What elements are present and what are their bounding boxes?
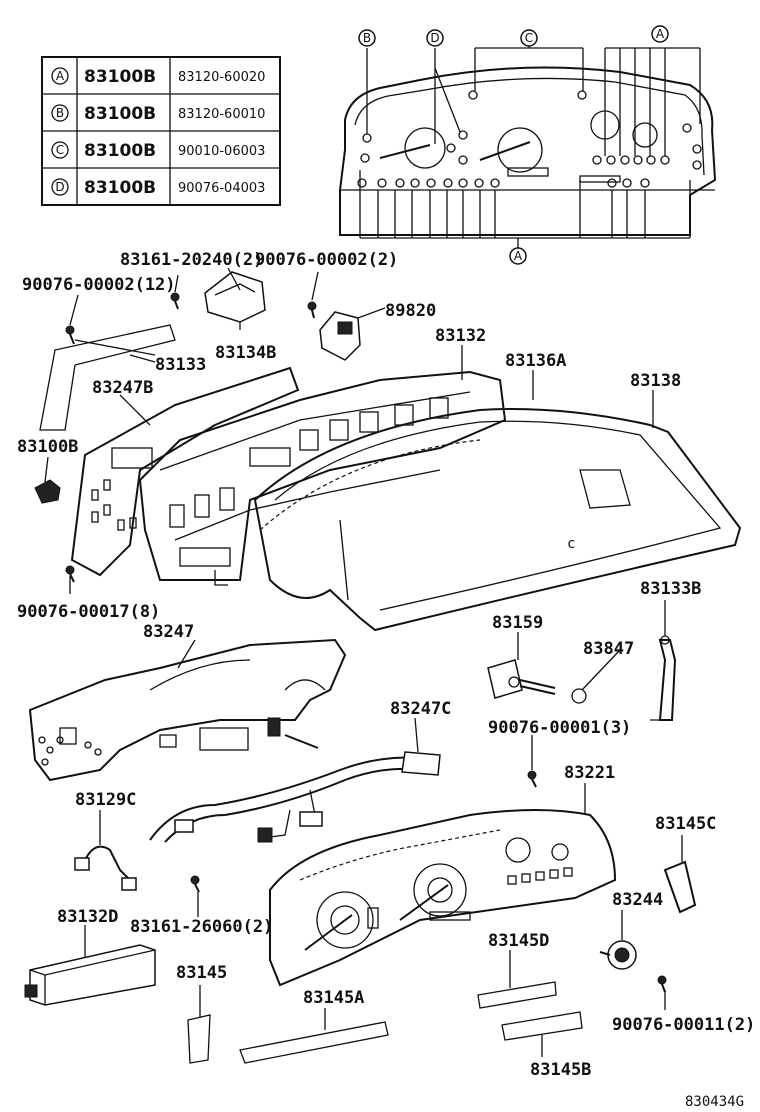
callout-a-top: A [651,25,669,43]
plate-83145a [239,1021,389,1064]
legend-code: 83100B [84,104,156,124]
label-83145: 83145 [176,963,227,983]
legend-row-c: C 83100B 90010-06003 [51,141,265,161]
clip-83100b [34,479,61,504]
case-rear-view: B D C A A [339,25,717,265]
legend-code: 83100B [84,67,156,87]
circuit-83247b [70,366,300,577]
module-83132d [24,944,156,1006]
legend-key: A [56,69,65,83]
label-83221: 83221 [564,763,615,783]
screw-83161-26060 [190,875,200,893]
svg-text:A: A [656,27,665,41]
label-90076-00001: 90076-00001(3) [488,718,631,738]
label-83145c: 83145C [655,814,716,834]
knob-83847 [571,688,587,704]
legend-row-b: B 83100B 83120-60010 [51,104,265,124]
svg-text:B: B [363,31,371,45]
label-83247c: 83247C [390,699,451,719]
legend-key: C [56,143,64,157]
label-83129c: 83129C [75,790,136,810]
film-83133 [39,324,176,431]
screw-90076-00002-12 [65,325,75,345]
svg-text:c: c [567,536,575,552]
label-83134b: 83134B [215,343,276,363]
label-89820: 89820 [385,301,436,321]
callout-c: C [520,29,538,47]
harness-83247c [149,751,441,843]
bracket-83133b [650,635,677,721]
harness-83129c [74,845,137,891]
callout-d: D [426,29,444,47]
screw-90076-00001 [527,770,537,788]
screw-90076-00017 [65,565,75,583]
label-83132d: 83132D [57,907,118,927]
legend-part: 83120-60020 [178,70,265,85]
svg-text:C: C [525,31,533,45]
legend-table: A 83100B 83120-60020 B 83100B 83120-6001… [41,56,281,206]
figure-id: 830434G [685,1094,744,1110]
label-83136a: 83136A [505,351,566,371]
label-90076-00002-12: 90076-00002(12) [22,275,176,295]
circuit-83247 [28,638,347,782]
plate-83145b [501,1011,583,1041]
plate-83145 [187,1014,211,1064]
label-83145a: 83145A [303,988,364,1008]
label-90076-00017: 90076-00017(8) [17,602,160,622]
callout-a-bottom: A [509,247,527,265]
label-83161-26060: 83161-26060(2) [130,917,273,937]
label-83159: 83159 [492,613,543,633]
switch-83244 [599,940,667,993]
legend-part: 90076-04003 [178,181,265,196]
dial-plate-83221 [269,809,617,987]
bracket-89820 [307,301,361,361]
legend-row-d: D 83100B 90076-04003 [51,178,265,198]
case-screw-holes [357,90,702,188]
label-83138: 83138 [630,371,681,391]
label-83133b: 83133B [640,579,701,599]
legend-row-a: A 83100B 83120-60020 [51,67,265,87]
hood-83138: c [253,408,742,632]
part-labels: 83161-20240(2) 90076-00002(2) 90076-0000… [17,250,755,1110]
label-83100b: 83100B [17,437,78,457]
switch-83159 [487,659,556,699]
lens-83145c [663,860,697,914]
label-83145b: 83145B [530,1060,591,1080]
label-83132: 83132 [435,326,486,346]
connector-83134b [170,271,266,323]
label-83244: 83244 [612,890,663,910]
housing-83132 [138,370,507,586]
label-83247: 83247 [143,622,194,642]
legend-code: 83100B [84,141,156,161]
callout-b: B [358,29,376,47]
label-83145d: 83145D [488,931,549,951]
label-83247b: 83247B [92,378,153,398]
svg-text:A: A [514,249,523,263]
legend-part: 83120-60010 [178,107,265,122]
label-83133: 83133 [155,355,206,375]
plate-83145d [477,981,557,1009]
label-83161-20240: 83161-20240(2) [120,250,263,270]
svg-text:D: D [430,31,439,45]
leader-lines [44,267,683,1057]
legend-code: 83100B [84,178,156,198]
label-90076-00011: 90076-00011(2) [612,1015,755,1035]
label-90076-00002-2: 90076-00002(2) [255,250,398,270]
label-83847: 83847 [583,639,634,659]
legend-part: 90010-06003 [178,144,265,159]
legend-key: B [56,106,64,120]
legend-key: D [55,180,64,194]
